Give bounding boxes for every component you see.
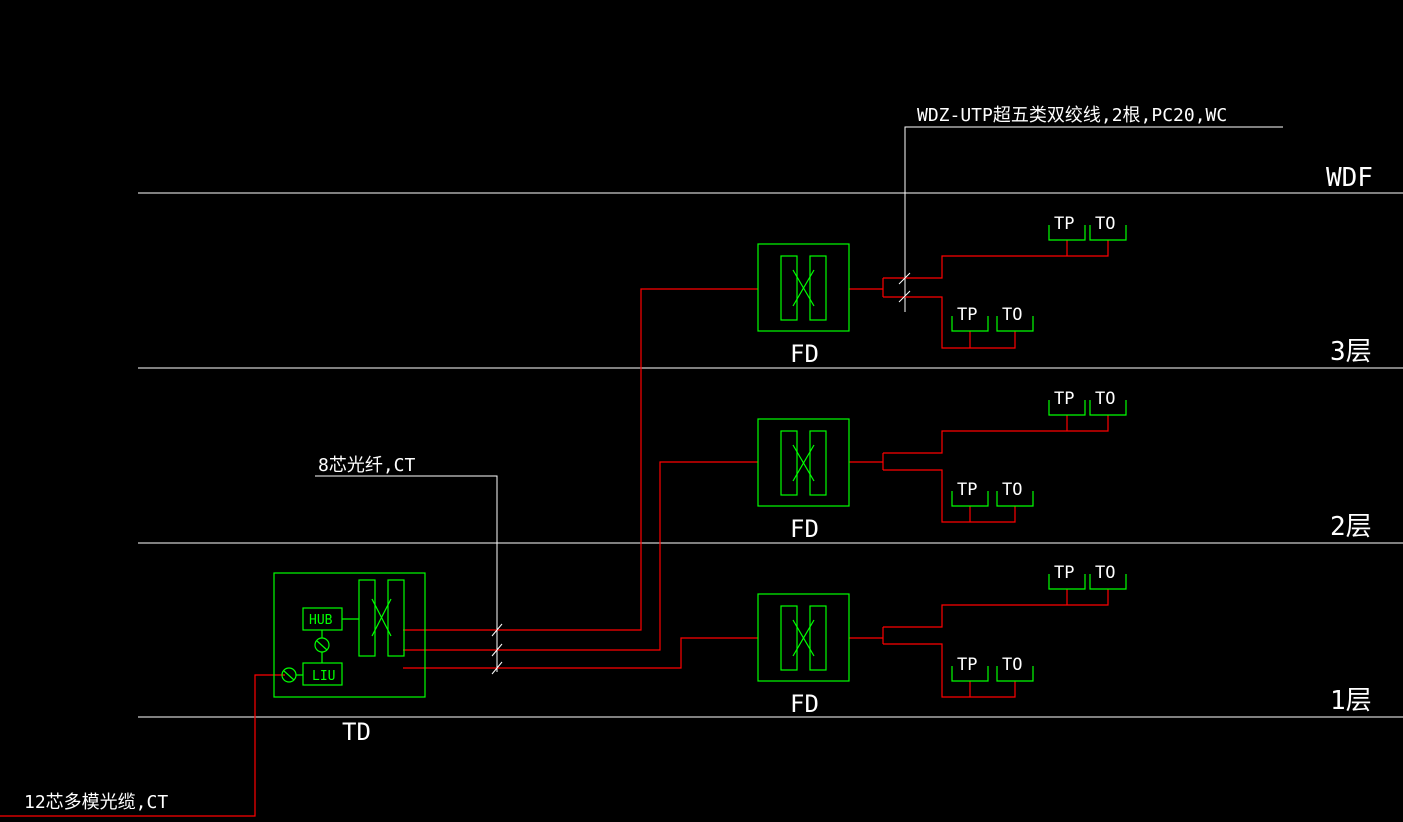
- fd1-label: FD: [790, 690, 819, 718]
- fd2-branch-bot: [883, 469, 1016, 523]
- tick-utp-1: [898, 272, 911, 285]
- tick-utp-2: [898, 290, 911, 303]
- outlet-f2-top-tp: [1048, 400, 1086, 416]
- fd-cabinet-2: [757, 418, 850, 507]
- td-cross-2: [371, 598, 392, 637]
- label-f1-top-to: TO: [1095, 563, 1115, 583]
- fd-cabinet-3: [757, 243, 850, 332]
- liu-box: [302, 662, 343, 686]
- label-f2-top-tp: TP: [1054, 389, 1074, 409]
- label-f2-top-to: TO: [1095, 389, 1115, 409]
- floor-label-3: 3层: [1330, 337, 1372, 367]
- fiber8-label: 8芯光纤,CT: [318, 455, 416, 476]
- tick-fd3: [491, 623, 503, 637]
- outlet-f1-top-to: [1089, 574, 1127, 590]
- fd2-label: FD: [790, 515, 819, 543]
- label-f2-bot-to: TO: [1002, 480, 1022, 500]
- cable-td-fd3: [403, 288, 758, 631]
- td-frame: [273, 572, 426, 698]
- outlet-f2-top-to: [1089, 400, 1127, 416]
- label-f3-bot-tp: TP: [957, 305, 977, 325]
- annotation-leaders: [315, 126, 1283, 672]
- hub-label: HUB: [309, 613, 333, 628]
- fiber-connector-slash: [283, 670, 295, 681]
- label-f1-bot-to: TO: [1002, 655, 1022, 675]
- outlet-f3-bot-to: [996, 316, 1034, 332]
- outlet-labels: TP TO TP TO TP TO TP TO TP TO TP TO: [957, 214, 1115, 675]
- label-f1-top-tp: TP: [1054, 563, 1074, 583]
- utp-cable-label: WDZ-UTP超五类双绞线,2根,PC20,WC: [917, 105, 1227, 126]
- floor-label-1: 1层: [1330, 686, 1372, 716]
- outlet-f1-bot-tp: [951, 666, 989, 682]
- outlet-f3-bot-tp: [951, 316, 989, 332]
- fiber12-label: 12芯多模光缆,CT: [24, 792, 168, 813]
- label-f2-bot-tp: TP: [957, 480, 977, 500]
- td-label: TD: [342, 718, 371, 746]
- td-patch-left: [358, 579, 376, 657]
- fd3-branch-top: [883, 240, 1109, 279]
- outlet-f2-bot-tp: [951, 491, 989, 507]
- fd1-branch-top: [883, 589, 1109, 628]
- fd3-label: FD: [790, 340, 819, 368]
- outlet-f3-top-to: [1089, 225, 1127, 241]
- label-f3-bot-to: TO: [1002, 305, 1022, 325]
- cable-td-fd2: [403, 461, 758, 651]
- utp-leader: [904, 126, 1283, 312]
- floor-label-2: 2层: [1330, 512, 1372, 542]
- td-cabinet: [273, 572, 426, 698]
- floor-lines: [138, 192, 1403, 718]
- floor-label-wdf: WDF: [1326, 163, 1373, 193]
- outlet-f3-top-tp: [1048, 225, 1086, 241]
- media-converter-slash: [316, 640, 328, 651]
- cable-ticks: [491, 272, 911, 675]
- fiber8-leader: [315, 475, 498, 672]
- fd-cabinet-1: [757, 593, 850, 682]
- outlet-f2-bot-to: [996, 491, 1034, 507]
- tick-fd2: [491, 643, 503, 657]
- label-f1-bot-tp: TP: [957, 655, 977, 675]
- fd3-branch-bot: [883, 296, 1016, 349]
- fd2-branch-top: [883, 415, 1109, 454]
- outlet-f1-bot-to: [996, 666, 1034, 682]
- outlets: [951, 225, 1127, 682]
- fd1-branch-bot: [883, 643, 1016, 698]
- tick-fd1: [491, 661, 503, 675]
- outlet-f1-top-tp: [1048, 574, 1086, 590]
- cable-12-core: [0, 674, 285, 817]
- td-patch-right: [387, 579, 405, 657]
- label-f3-top-tp: TP: [1054, 214, 1074, 234]
- cable-td-fd1: [403, 637, 758, 669]
- liu-label: LIU: [312, 669, 335, 684]
- label-f3-top-to: TO: [1095, 214, 1115, 234]
- cables: [0, 240, 1109, 817]
